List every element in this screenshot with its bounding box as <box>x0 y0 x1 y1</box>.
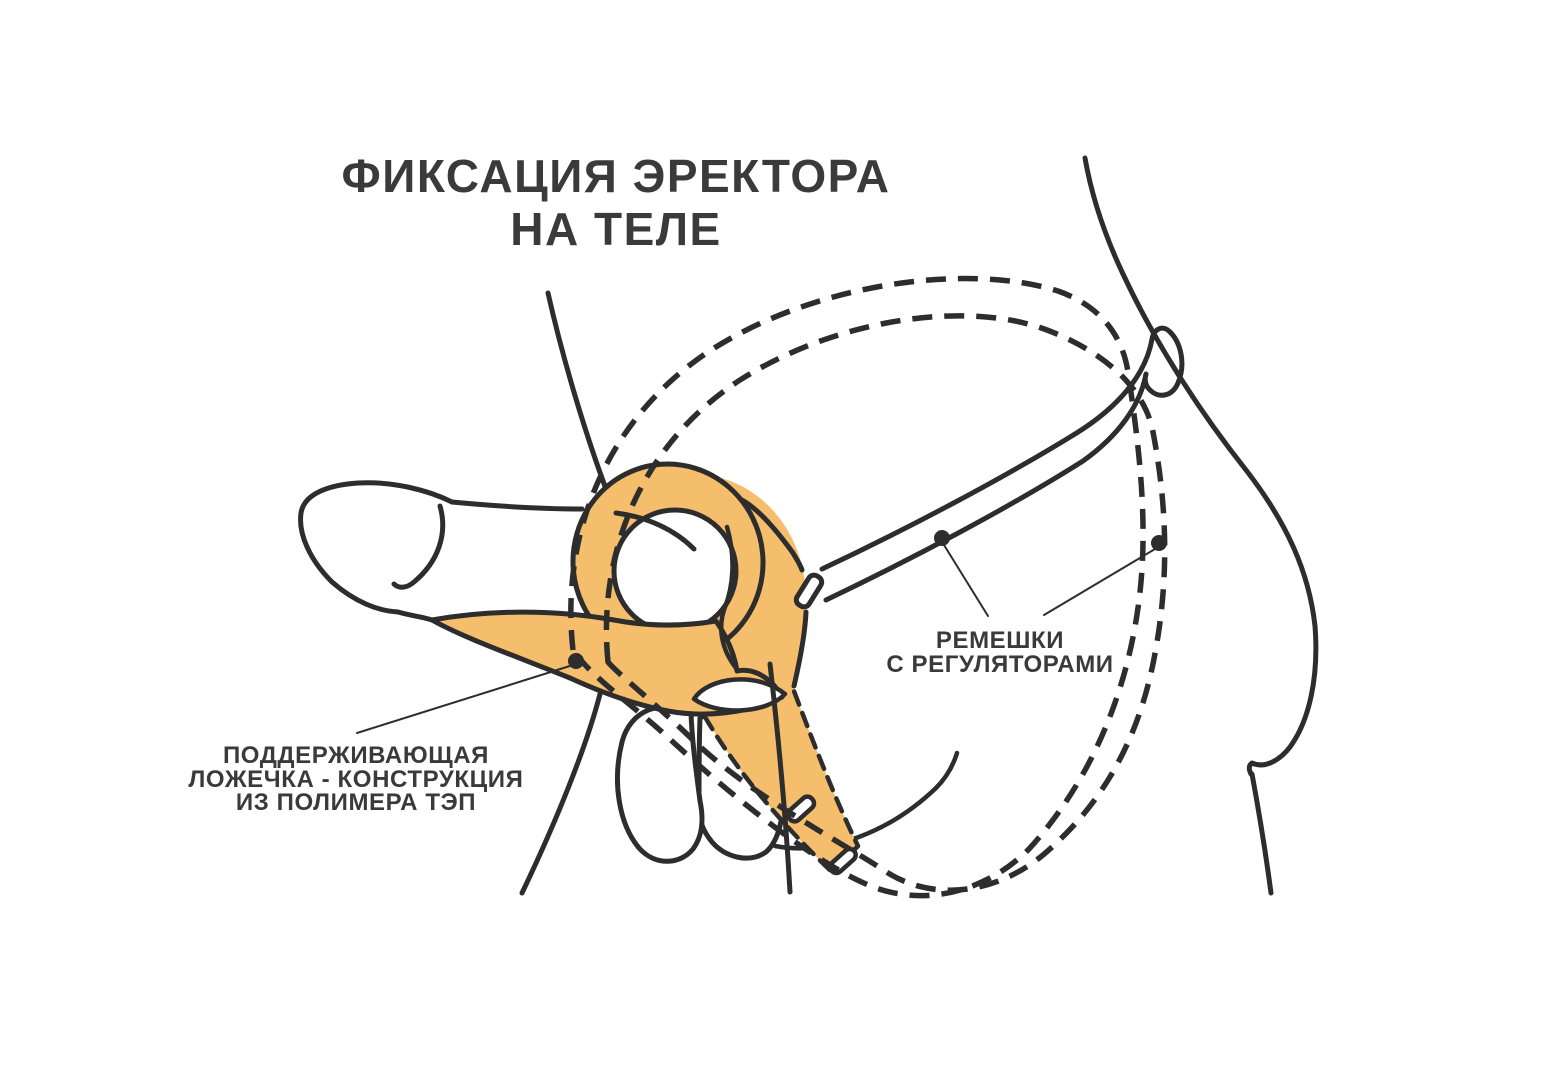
glans-outline <box>298 480 455 623</box>
diagram-title-line1: ФИКСАЦИЯ ЭРЕКТОРА <box>341 150 891 202</box>
inner-thigh-line <box>767 661 793 895</box>
hidden-strap-edge-b <box>603 313 1168 893</box>
left-thigh-line <box>519 691 603 896</box>
label-straps: РЕМЕШКИ С РЕГУЛЯТОРАМИ <box>845 629 1155 676</box>
line-art-group <box>298 155 1319 899</box>
callout-line-cradle <box>356 664 574 734</box>
callout-dot-cradle <box>568 653 584 669</box>
shaft-top-line <box>449 499 585 512</box>
corona-line <box>391 503 446 590</box>
label-straps-line1: РЕМЕШКИ <box>935 627 1065 654</box>
scrotum-left-lobe <box>615 704 705 864</box>
device-ring-opening <box>611 507 739 635</box>
diagram-title-line2: НА ТЕЛЕ <box>510 203 722 255</box>
web-inner-edge <box>718 524 739 671</box>
web-right-edge-lower <box>791 609 809 689</box>
diagram-title: ФИКСАЦИЯ ЭРЕКТОРА НА ТЕЛЕ <box>300 150 932 256</box>
label-cradle-line1: ПОДДЕРЖИВАЮЩАЯ <box>222 742 490 769</box>
right-thigh-line <box>1249 771 1274 896</box>
hidden-strap-edge-a <box>568 275 1146 899</box>
label-cradle-line3: ИЗ ПОЛИМЕРА ТЭП <box>235 789 477 816</box>
strap-buckle <box>793 572 825 610</box>
lower-back-buttock-line <box>1082 155 1319 777</box>
web-right-edge-upper <box>739 497 805 573</box>
shaft-in-ring-line <box>613 510 697 552</box>
callout-line-strap-solid <box>943 544 989 617</box>
label-cradle: ПОДДЕРЖИВАЮЩАЯ ЛОЖЕЧКА - КОНСТРУКЦИЯ ИЗ … <box>170 744 542 815</box>
waist-strap <box>819 325 1185 603</box>
callout-line-strap-dashed <box>1043 548 1156 616</box>
callout-dot-strap-dashed <box>1151 535 1167 551</box>
web-opening-hole <box>691 677 788 713</box>
label-cradle-line2: ЛОЖЕЧКА - КОНСТРУКЦИЯ <box>188 765 524 793</box>
label-straps-line2: С РЕГУЛЯТОРАМИ <box>886 650 1114 678</box>
abdomen-line <box>545 290 615 508</box>
callout-dot-strap-solid <box>934 530 950 546</box>
